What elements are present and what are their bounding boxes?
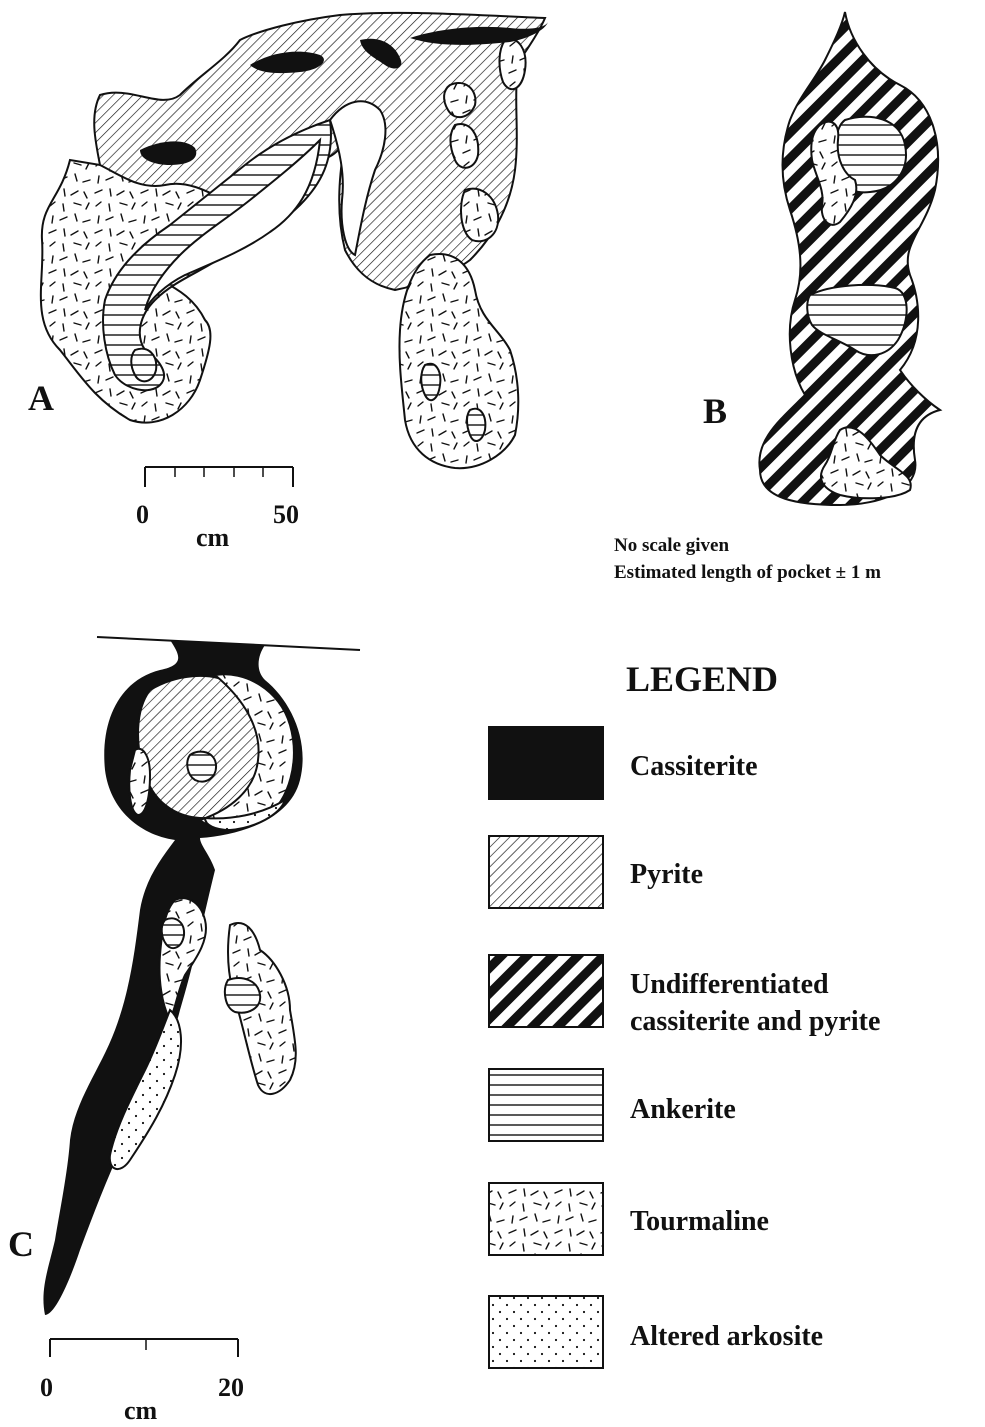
panel-c-scale-start: 0 [40, 1373, 53, 1402]
legend-label-cassiterite: Cassiterite [630, 751, 758, 782]
legend-label-undifferentiated-line2: cassiterite and pyrite [630, 1006, 880, 1037]
legend-label-undifferentiated-line1: Undifferentiated [630, 969, 829, 1000]
panel-a-scale-unit: cm [196, 523, 230, 552]
panel-a-scale-start: 0 [136, 500, 149, 529]
panel-a-sketch [41, 13, 548, 468]
panel-a-ankerite-bleb [421, 364, 440, 401]
legend-label-altered-arkosite: Altered arkosite [630, 1321, 823, 1352]
panel-c-ankerite-side [225, 978, 260, 1013]
panel-c-scale-unit: cm [124, 1396, 158, 1425]
panel-c-scale-bar [50, 1339, 238, 1357]
legend-label-pyrite: Pyrite [630, 859, 703, 890]
panel-b-label: B [703, 391, 727, 431]
panel-b-sketch [759, 12, 940, 505]
panel-a-tourmaline-patch [499, 39, 525, 89]
panel-b-note-line1: No scale given [614, 535, 729, 556]
legend-label-ankerite: Ankerite [630, 1094, 736, 1125]
legend-swatch-tourmaline [489, 1183, 603, 1255]
panel-b-note-line2: Estimated length of pocket ± 1 m [614, 562, 881, 583]
panel-a-ankerite-bleb [131, 349, 156, 382]
legend-swatch-altered-arkosite [489, 1296, 603, 1368]
legend-title: LEGEND [626, 659, 778, 699]
legend-swatch-ankerite [489, 1069, 603, 1141]
panel-c-ankerite-tail [162, 918, 184, 948]
legend: LEGEND Cassiterite Pyrite Undifferentiat… [489, 659, 880, 1368]
panel-c-tourmaline-tail [159, 898, 206, 1020]
panel-c-ankerite-bleb [187, 752, 216, 782]
panel-c-label: C [8, 1224, 34, 1264]
panel-a-tourmaline-patch [444, 83, 475, 117]
panel-a-scale-end: 50 [273, 500, 299, 529]
legend-swatch-pyrite [489, 836, 603, 908]
legend-swatch-cassiterite [489, 727, 603, 799]
panel-c-tourmaline-left [129, 749, 150, 815]
panel-c-sketch [43, 637, 360, 1315]
panel-c-scale-end: 20 [218, 1373, 244, 1402]
panel-a-ankerite-bleb [467, 409, 485, 441]
legend-label-tourmaline: Tourmaline [630, 1206, 769, 1237]
panel-a-label: A [28, 378, 54, 418]
panel-a-tourmaline-trunk [399, 254, 518, 468]
legend-swatch-undifferentiated [489, 955, 603, 1027]
panel-a-scale-bar [145, 467, 293, 487]
